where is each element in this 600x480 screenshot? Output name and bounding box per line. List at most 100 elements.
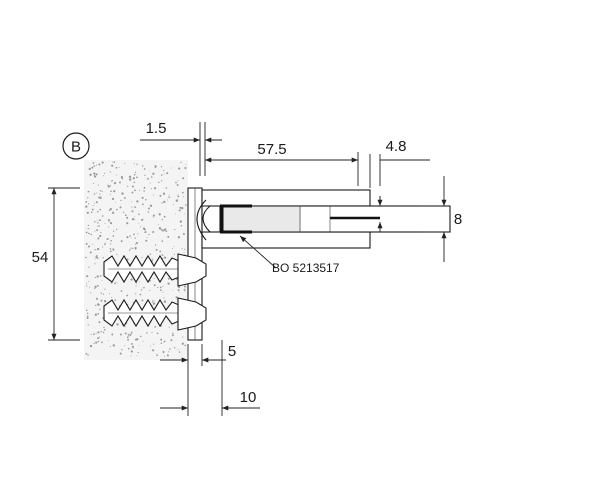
concrete-speckle	[131, 185, 134, 188]
concrete-speckle	[160, 338, 163, 341]
concrete-speckle	[177, 194, 179, 196]
concrete-speckle	[99, 190, 102, 192]
concrete-speckle	[171, 248, 173, 249]
concrete-speckle	[159, 286, 162, 289]
concrete-speckle	[141, 299, 144, 302]
concrete-speckle	[176, 184, 179, 186]
concrete-speckle	[86, 312, 89, 315]
concrete-speckle	[119, 206, 122, 209]
concrete-speckle	[124, 214, 127, 216]
dimension-plate-thickness: 1.5	[140, 120, 222, 176]
concrete-speckle	[154, 278, 156, 280]
concrete-speckle	[175, 296, 178, 299]
concrete-speckle	[137, 351, 139, 354]
concrete-speckle	[103, 175, 105, 177]
concrete-speckle	[111, 164, 114, 167]
concrete-speckle	[175, 181, 177, 184]
concrete-speckle	[163, 215, 166, 218]
concrete-speckle	[149, 345, 151, 347]
concrete-speckle	[183, 288, 186, 291]
concrete-speckle	[94, 221, 96, 223]
concrete-speckle	[163, 340, 166, 343]
concrete-speckle	[86, 275, 89, 278]
concrete-speckle	[131, 331, 133, 333]
concrete-speckle	[133, 181, 136, 184]
concrete-speckle	[88, 228, 90, 230]
dimension-glass-thickness: 8	[420, 176, 462, 262]
concrete-speckle	[149, 204, 153, 207]
concrete-speckle	[96, 275, 99, 278]
concrete-speckle	[104, 288, 106, 290]
concrete-speckle	[104, 242, 106, 244]
concrete-speckle	[86, 211, 89, 214]
concrete-speckle	[95, 332, 97, 334]
concrete-speckle	[178, 167, 181, 170]
concrete-speckle	[98, 225, 100, 227]
concrete-speckle	[179, 206, 182, 209]
concrete-speckle	[88, 232, 90, 235]
concrete-speckle	[161, 202, 163, 204]
concrete-speckle	[102, 257, 104, 259]
concrete-speckle	[176, 278, 178, 281]
concrete-speckle	[139, 293, 142, 296]
concrete-speckle	[85, 205, 88, 208]
concrete-speckle	[107, 185, 110, 188]
concrete-speckle	[138, 223, 140, 225]
concrete-speckle	[182, 177, 185, 180]
concrete-speckle	[161, 218, 163, 221]
dimension-offset: 5	[160, 343, 236, 366]
concrete-speckle	[86, 315, 89, 317]
concrete-speckle	[183, 252, 185, 253]
concrete-speckle	[120, 240, 123, 243]
concrete-speckle	[109, 243, 112, 245]
concrete-speckle	[164, 355, 166, 357]
concrete-speckle	[140, 289, 143, 291]
concrete-speckle	[100, 299, 103, 302]
concrete-speckle	[97, 312, 100, 315]
concrete-speckle	[134, 219, 136, 220]
concrete-speckle	[142, 218, 144, 220]
concrete-speckle	[184, 248, 186, 250]
concrete-speckle	[163, 341, 165, 343]
concrete-speckle	[144, 174, 146, 177]
concrete-speckle	[132, 347, 134, 349]
dim-label-10: 10	[240, 389, 257, 406]
concrete-speckle	[177, 349, 179, 351]
concrete-speckle	[157, 286, 159, 288]
concrete-speckle	[136, 163, 138, 165]
concrete-speckle	[86, 285, 88, 287]
concrete-speckle	[98, 196, 101, 199]
concrete-speckle	[90, 292, 92, 294]
concrete-speckle	[155, 248, 158, 251]
concrete-speckle	[88, 167, 91, 171]
concrete-speckle	[89, 251, 92, 254]
concrete-speckle	[99, 308, 101, 310]
concrete-speckle	[162, 291, 164, 293]
concrete-speckle	[120, 333, 122, 336]
concrete-speckle	[160, 166, 163, 168]
concrete-speckle	[153, 194, 155, 196]
concrete-speckle	[102, 317, 104, 319]
concrete-speckle	[85, 282, 87, 284]
concrete-speckle	[97, 210, 99, 213]
dim-label-54: 54	[32, 249, 49, 266]
concrete-speckle	[107, 218, 111, 222]
concrete-speckle	[94, 313, 98, 316]
section-marker: B	[62, 132, 90, 160]
concrete-speckle	[87, 197, 89, 199]
concrete-speckle	[127, 185, 129, 187]
concrete-speckle	[168, 197, 170, 199]
concrete-speckle	[140, 226, 142, 228]
concrete-speckle	[160, 228, 163, 231]
concrete-speckle	[130, 237, 132, 239]
concrete-speckle	[98, 336, 100, 338]
concrete-speckle	[160, 342, 163, 344]
concrete-speckle	[126, 294, 129, 297]
concrete-speckle	[96, 192, 98, 194]
concrete-speckle	[133, 174, 135, 176]
concrete-speckle	[175, 213, 177, 215]
concrete-speckle	[109, 194, 111, 196]
concrete-speckle	[133, 233, 135, 236]
concrete-speckle	[143, 168, 146, 170]
